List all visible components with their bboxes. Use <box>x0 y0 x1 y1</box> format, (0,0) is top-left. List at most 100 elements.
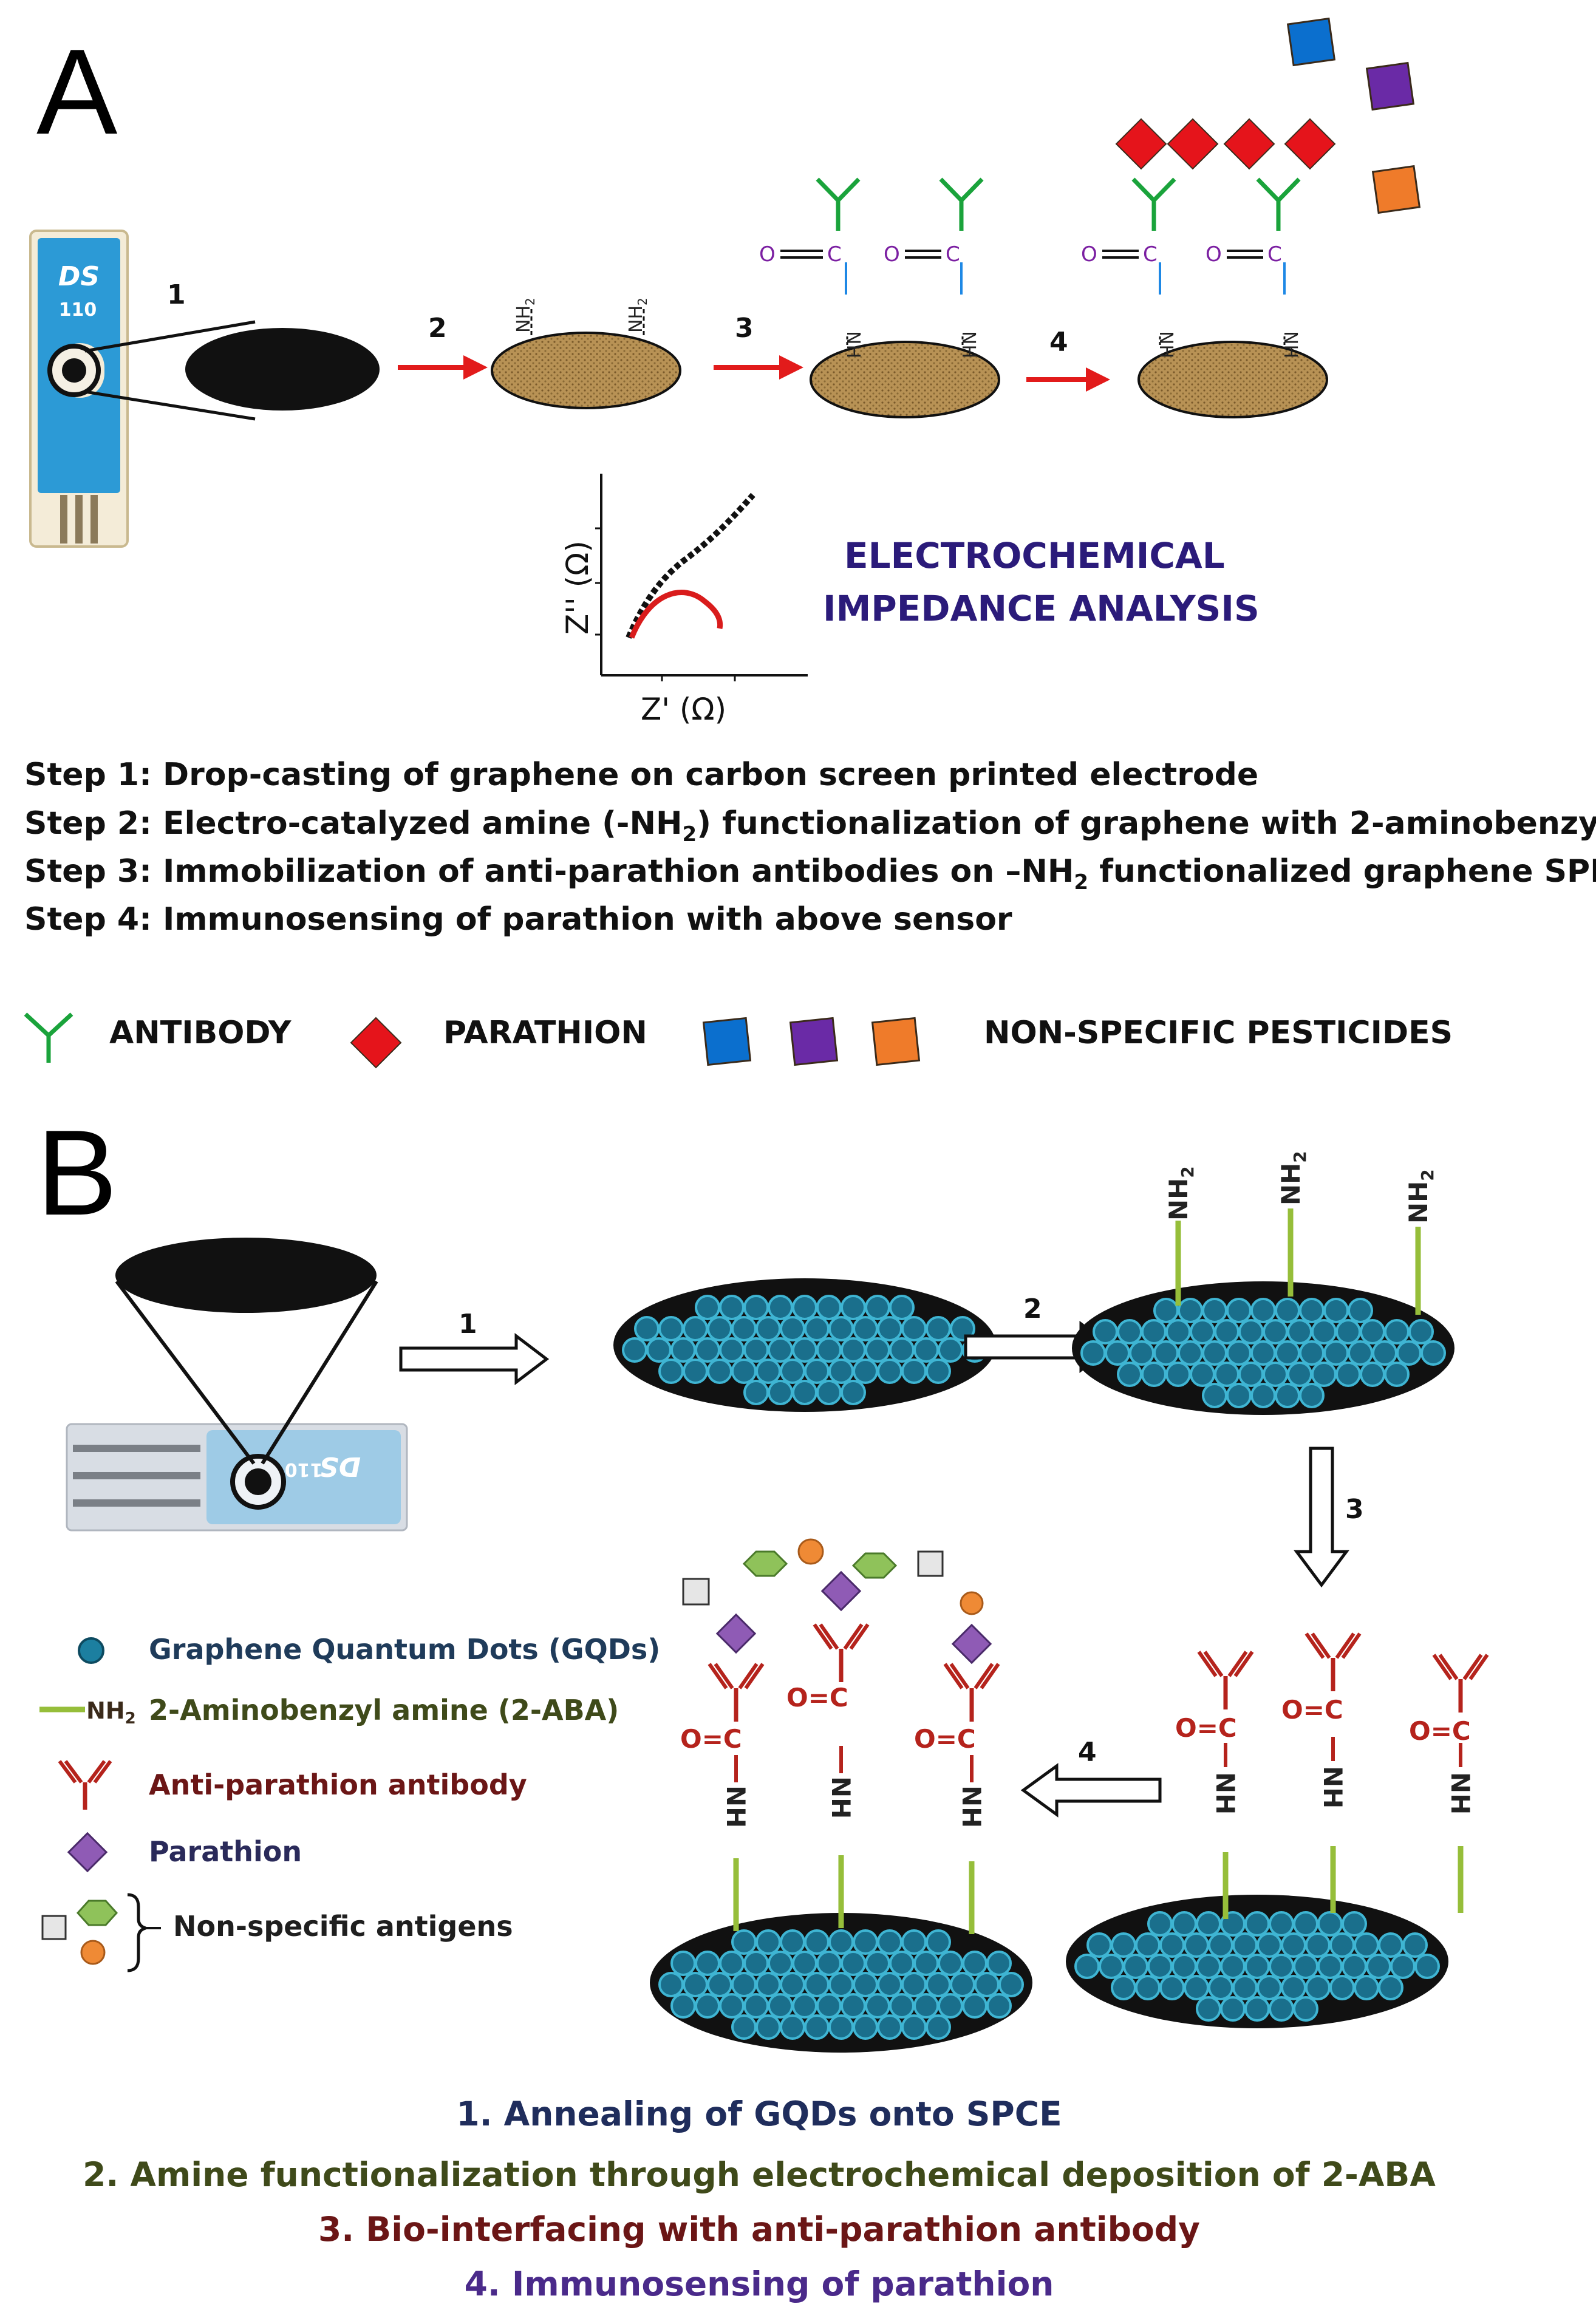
gqd-dot <box>889 1993 915 2019</box>
panel-a-step-4-text: Step 4: Immunosensing of parathion with … <box>24 901 1012 938</box>
panel-b-step-2-number: 2 <box>1023 1293 1042 1324</box>
gqd-dot <box>1232 1932 1258 1958</box>
panel-a-antibody-icon-3 <box>1133 179 1175 231</box>
panel-a-step-3-text: Step 3: Immobilization of anti-parathion… <box>24 853 1596 895</box>
gqd-dot <box>1178 1298 1203 1323</box>
gqd-dot <box>1348 1298 1373 1323</box>
gqd-dot <box>1250 1383 1276 1408</box>
gqd-dot <box>1269 1954 1294 1979</box>
panel-b-bare-electrode <box>115 1238 377 1313</box>
gqd-dot <box>1202 1340 1227 1366</box>
gqd-dot <box>1250 1340 1276 1366</box>
gqd-dot <box>1111 1932 1136 1958</box>
gqd-dot <box>901 2014 927 2040</box>
gqd-dot <box>1171 1911 1197 1937</box>
panel-a-step-2-number: 2 <box>428 313 447 344</box>
gqd-dot <box>780 1358 805 1384</box>
gqd-dot <box>1342 1954 1367 1979</box>
gqd-dot <box>841 1993 866 2019</box>
panel-b-oc-1: O=C <box>680 1724 742 1754</box>
gqd-dot <box>1305 1975 1331 2000</box>
gqd-dot <box>804 1929 830 1955</box>
gqd-dot <box>1117 1362 1142 1387</box>
panel-b-antibody-icon-3 <box>945 1664 998 1722</box>
gqd-dot <box>938 1951 963 1976</box>
panel-b-antibody-icon-4 <box>1199 1652 1252 1709</box>
gqd-dot <box>743 1337 769 1363</box>
gqd-dot <box>1335 1362 1361 1387</box>
panel-b-gqd-electrode-1 <box>613 1278 996 1412</box>
panel-b-antibody-electrode: NH NH NH O=C O=C O=C <box>1066 1634 1487 2028</box>
gqd-dot <box>719 1337 745 1363</box>
gqd-dot <box>743 1951 769 1976</box>
gqd-dot <box>707 1972 732 1997</box>
gqd-dot <box>695 1337 720 1363</box>
gqd-dot <box>1086 1932 1112 1958</box>
gqd-dot <box>816 1380 842 1405</box>
gqd-dot <box>1196 1911 1221 1937</box>
legend-parathion-b-label: Parathion <box>149 1835 302 1868</box>
gqd-dot <box>865 1337 890 1363</box>
legend-antibody-icon <box>24 1012 73 1063</box>
gqd-dot <box>1390 1954 1416 1979</box>
gqd-dot <box>804 1316 830 1341</box>
gqd-dot <box>1159 1932 1185 1958</box>
panel-b-caption-3: 3. Bio-interfacing with anti-parathion a… <box>318 2210 1200 2249</box>
gqd-dot <box>1238 1362 1264 1387</box>
gqd-dot <box>634 1316 660 1341</box>
panel-a: A DS 110 1 2 NH2 NH2 3 <box>24 17 1596 1069</box>
gqd-dot <box>731 1972 757 1997</box>
gqd-dot <box>828 1316 854 1341</box>
gqd-dot <box>1281 1975 1306 2000</box>
gqd-dot <box>1257 1975 1282 2000</box>
gqd-dot <box>1147 1954 1173 1979</box>
panel-b: B DS 110 1 2 <box>36 1105 1487 2303</box>
panel-a-step-2-text: Step 2: Electro-catalyzed amine (-NH2) f… <box>24 805 1596 847</box>
panel-a-letter: A <box>36 24 118 160</box>
gqd-dot <box>974 1972 1000 1997</box>
gqd-dot <box>1378 1932 1403 1958</box>
gqd-dot <box>658 1358 684 1384</box>
panel-a-c-1: C <box>827 242 842 267</box>
gqd-dot <box>1250 1298 1276 1323</box>
gqd-dot <box>913 1993 939 2019</box>
gqd-dot <box>1141 1362 1167 1387</box>
panel-a-antibody-icon-1 <box>817 179 859 231</box>
gqd-dot <box>1384 1362 1410 1387</box>
panel-b-oc-4: O=C <box>1175 1713 1237 1743</box>
gqd-dot <box>1414 1954 1440 1979</box>
gqd-dot <box>901 1358 927 1384</box>
gqd-dot <box>1244 1996 1270 2022</box>
panel-a-o-4: O <box>1206 242 1222 267</box>
panel-a-electrode-label: DS <box>58 261 100 292</box>
gqd-dot <box>1171 1954 1197 1979</box>
gqd-dot <box>853 1972 878 1997</box>
gqd-dot <box>731 1929 757 1955</box>
panel-a-parathion-icon-4 <box>1284 118 1336 170</box>
gqd-dot <box>877 1358 902 1384</box>
panel-b-arrow-4 <box>1020 1763 1162 1818</box>
gqd-dot <box>877 1972 902 1997</box>
panel-b-antigen-square-icon-1 <box>682 1578 710 1606</box>
panel-a-immunosensor: NH NH O C O C <box>1081 118 1336 418</box>
gqd-dot <box>743 1295 769 1320</box>
gqd-dot <box>816 1337 842 1363</box>
panel-b-immunosensor: NH NH NH O=C O=C O=C <box>650 1538 1032 2053</box>
gqd-dot <box>1275 1383 1300 1408</box>
panel-a-step-4-number: 4 <box>1049 327 1068 358</box>
gqd-dot <box>1190 1362 1215 1387</box>
gqd-dot <box>670 1993 696 2019</box>
gqd-dot <box>731 1316 757 1341</box>
gqd-dot <box>950 1972 975 1997</box>
gqd-dot <box>622 1337 647 1363</box>
panel-b-caption-2: 2. Amine functionalization through elect… <box>83 2155 1436 2194</box>
panel-a-c-2: C <box>946 242 960 267</box>
legend-antigen-circle-icon <box>80 1940 106 1965</box>
panel-a-o-3: O <box>1081 242 1097 267</box>
gqd-dot <box>1342 1911 1367 1937</box>
panel-b-gqd-electrode-2: NH2 NH2 NH2 <box>1072 1151 1454 1415</box>
gqd-dot <box>1305 1932 1331 1958</box>
gqd-dot <box>1117 1319 1142 1345</box>
gqd-dot <box>901 1316 927 1341</box>
legend-pesticide-orange-icon <box>871 1017 921 1066</box>
